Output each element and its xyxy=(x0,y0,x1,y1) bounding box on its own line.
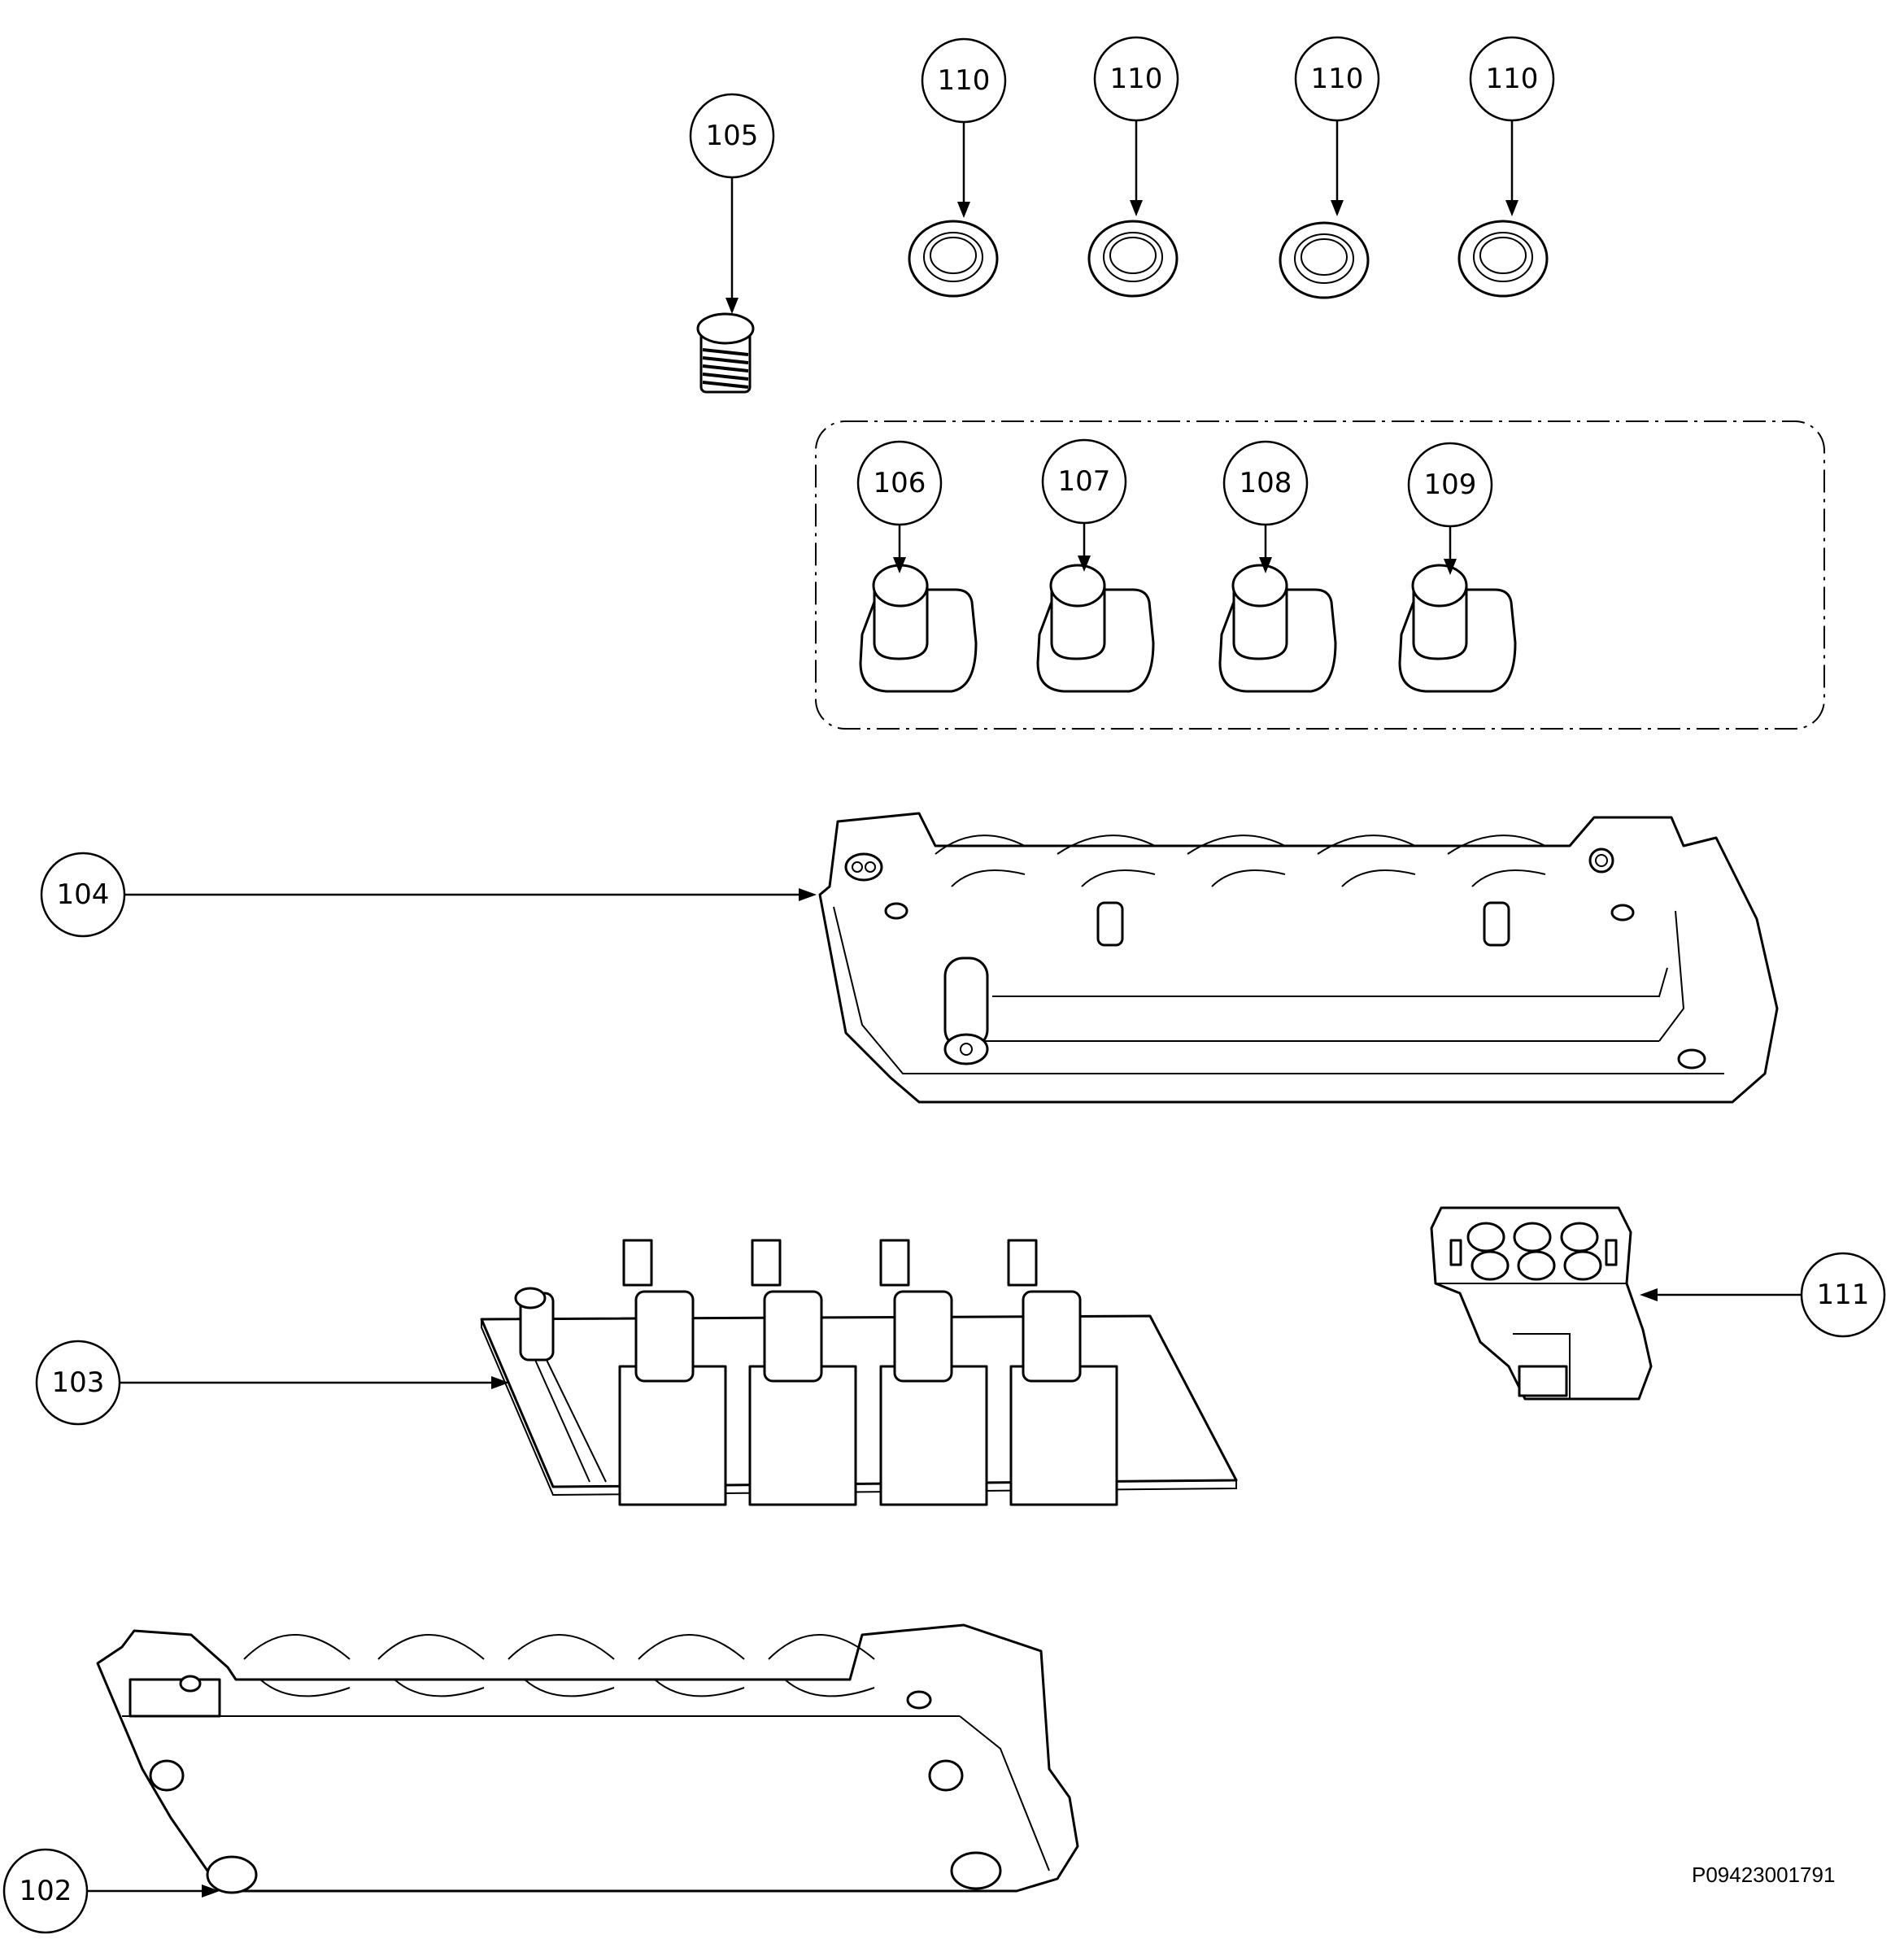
part-110-ring-2 xyxy=(1087,220,1179,298)
callout-110-3: 110 xyxy=(1294,36,1380,122)
leaders xyxy=(88,120,1802,1898)
switch-4 xyxy=(1007,1239,1118,1506)
switch-1 xyxy=(618,1239,727,1506)
part-103-circuit-board xyxy=(480,1239,1238,1506)
callout-110-1: 110 xyxy=(921,37,1007,124)
drawing-id: P09423001791 xyxy=(1692,1863,1835,1887)
switch-3 xyxy=(879,1239,988,1506)
svg-text:102: 102 xyxy=(20,1875,72,1907)
part-109-button xyxy=(1398,564,1517,693)
svg-text:110: 110 xyxy=(1311,63,1364,95)
part-110-ring-3 xyxy=(1279,221,1370,299)
svg-text:104: 104 xyxy=(57,878,110,911)
callout-109: 109 xyxy=(1407,442,1493,528)
callout-108: 108 xyxy=(1222,440,1309,526)
svg-text:110: 110 xyxy=(1486,63,1539,95)
callout-106: 106 xyxy=(856,440,943,526)
callout-107: 107 xyxy=(1041,438,1127,525)
callout-111: 111 xyxy=(1800,1252,1886,1338)
part-104-housing xyxy=(818,812,1779,1104)
part-110-ring-4 xyxy=(1457,220,1549,298)
svg-text:109: 109 xyxy=(1424,468,1477,501)
callout-110-4: 110 xyxy=(1469,36,1555,122)
callout-105: 105 xyxy=(689,93,775,179)
svg-text:111: 111 xyxy=(1817,1279,1870,1311)
button-group-outline xyxy=(815,420,1825,730)
part-102-housing xyxy=(96,1623,1079,1894)
part-107-button xyxy=(1036,564,1155,693)
callout-103: 103 xyxy=(35,1340,121,1426)
svg-text:108: 108 xyxy=(1240,467,1292,499)
svg-text:106: 106 xyxy=(874,467,926,499)
svg-text:107: 107 xyxy=(1058,465,1111,498)
part-106-button xyxy=(859,564,978,693)
switch-2 xyxy=(748,1239,857,1506)
led xyxy=(514,1287,607,1483)
callout-102: 102 xyxy=(2,1848,89,1934)
svg-text:110: 110 xyxy=(938,64,991,97)
part-108-button xyxy=(1218,564,1337,693)
callout-104: 104 xyxy=(40,852,126,938)
part-111-connector xyxy=(1430,1206,1653,1401)
callout-110-2: 110 xyxy=(1093,36,1179,122)
part-105-spring xyxy=(696,312,755,394)
svg-text:105: 105 xyxy=(706,120,759,152)
part-110-ring-1 xyxy=(908,220,999,298)
svg-text:103: 103 xyxy=(52,1366,105,1399)
svg-text:110: 110 xyxy=(1110,63,1163,95)
